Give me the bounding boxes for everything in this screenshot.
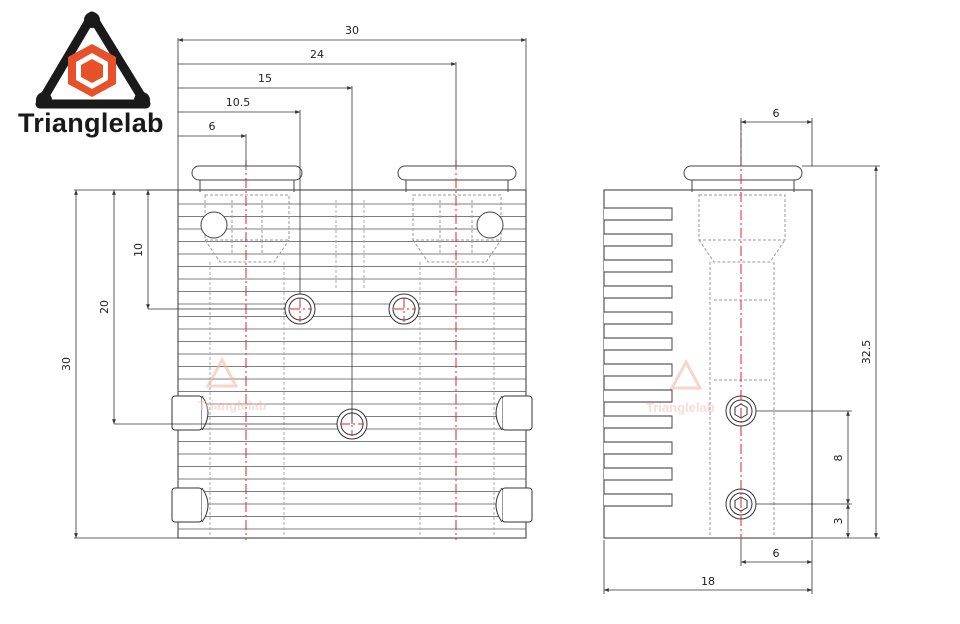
- watermark-text: Trianglelab: [198, 398, 267, 413]
- brand-name: Trianglelab: [18, 108, 164, 138]
- front-horizontal-dimensions: [177, 38, 527, 424]
- left-heatbreak: [191, 165, 303, 263]
- brand-logo: [0, 0, 200, 150]
- side-dim-32-5: 32.5: [860, 340, 873, 365]
- dim-6: 6: [209, 120, 216, 133]
- dim-10-5: 10.5: [226, 96, 251, 109]
- watermark-front: Trianglelab: [198, 356, 267, 413]
- side-dimensions: [603, 118, 880, 594]
- side-dimension-labels: 6 32.5 8 3 6 18: [701, 107, 873, 588]
- triangle-logo-icon: [35, 11, 151, 109]
- front-vertical-dimensions: [74, 189, 337, 539]
- front-horizontal-labels: 30 24 15 10.5 6: [209, 24, 360, 133]
- right-heatbreak: [397, 165, 517, 263]
- side-dim-3: 3: [832, 518, 845, 525]
- side-dim-18: 18: [701, 575, 715, 588]
- dim-30: 30: [345, 24, 359, 37]
- side-dim-6-bottom: 6: [773, 547, 780, 560]
- dim-30-vertical: 30: [60, 357, 73, 371]
- side-dim-8: 8: [832, 455, 845, 462]
- dim-15: 15: [258, 72, 272, 85]
- dim-20: 20: [98, 300, 111, 314]
- front-vertical-labels: 10 20 30: [60, 243, 145, 371]
- dim-10: 10: [132, 243, 145, 257]
- side-dim-6-top: 6: [773, 107, 780, 120]
- watermark-text-side: Trianglelab: [646, 400, 715, 415]
- watermark-side: Trianglelab: [646, 358, 715, 415]
- dim-24: 24: [310, 48, 324, 61]
- side-view: [603, 120, 813, 540]
